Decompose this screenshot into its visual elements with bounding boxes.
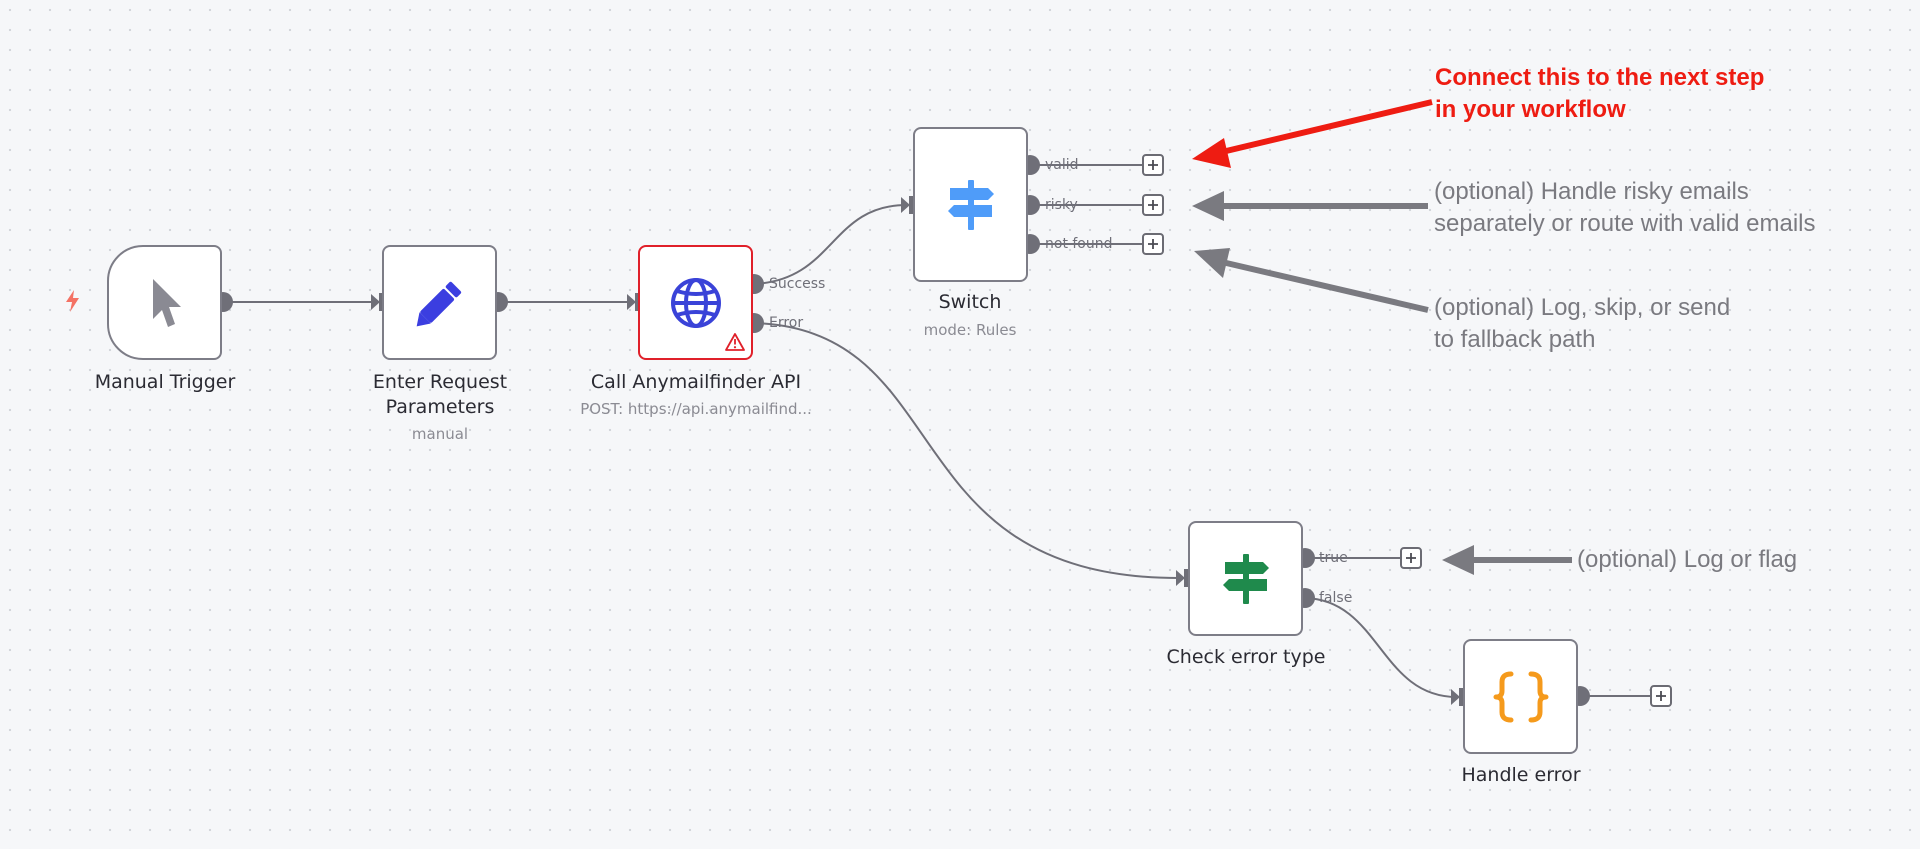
note-line: (optional) Log, skip, or send	[1434, 294, 1731, 321]
edge-api-error-to-check	[753, 322, 1183, 580]
input-handle-api	[627, 294, 636, 310]
node-manual-trigger[interactable]	[107, 245, 222, 360]
pencil-icon	[416, 281, 461, 326]
note-arrow-red-head	[1192, 138, 1231, 168]
port-label-true: true	[1319, 550, 1348, 566]
note-handle-risky: (optional) Handle risky emails separatel…	[1434, 176, 1816, 240]
port-label-error: Error	[769, 315, 804, 331]
plus-icon	[1148, 239, 1158, 249]
cursor-pointer-icon	[152, 278, 181, 327]
node-handle-error[interactable]	[1463, 639, 1578, 754]
port-label-false: false	[1319, 590, 1353, 606]
input-handle-check	[1176, 570, 1185, 586]
port-label-not-found: not found	[1045, 236, 1113, 252]
note-log-or-flag: (optional) Log or flag	[1577, 546, 1798, 573]
input-handle-handle-error	[1451, 689, 1460, 705]
trigger-bolt-icon	[66, 290, 79, 312]
add-node-true-button[interactable]	[1400, 547, 1422, 569]
input-handle-check-rect	[1184, 569, 1190, 587]
node-subtitle-switch: mode: Rules	[923, 321, 1017, 339]
port-label-risky: risky	[1045, 197, 1078, 213]
add-node-risky-button[interactable]	[1142, 194, 1164, 216]
note-arrow-logflag-head	[1442, 545, 1474, 575]
note-arrow-risky-head	[1192, 191, 1224, 221]
note-line: to fallback path	[1434, 326, 1596, 353]
port-label-valid: valid	[1045, 157, 1079, 173]
note-line: separately or route with valid emails	[1434, 210, 1816, 237]
note-log-skip: (optional) Log, skip, or send to fallbac…	[1434, 292, 1730, 356]
node-label-line2: Parameters	[385, 396, 495, 418]
node-label-switch: Switch	[938, 291, 1002, 313]
note-arrow-notfound-head	[1194, 248, 1230, 278]
port-label-success: Success	[769, 276, 826, 292]
note-connect-next-step: Connect this to the next step in your wo…	[1435, 62, 1764, 126]
node-enter-request-parameters[interactable]	[382, 245, 497, 360]
note-arrow-notfound	[1221, 259, 1429, 313]
add-node-not-found-button[interactable]	[1142, 233, 1164, 255]
input-handle-switch-rect	[909, 196, 915, 214]
add-node-handle-error-button[interactable]	[1650, 685, 1672, 707]
warning-triangle-icon	[725, 333, 745, 351]
note-line: (optional) Handle risky emails	[1434, 178, 1749, 205]
node-subtitle-call-anymailfinder-api: POST: https://api.anymailfind...	[580, 400, 812, 418]
node-label-check-error-type: Check error type	[1166, 646, 1326, 668]
node-label-call-anymailfinder-api: Call Anymailfinder API	[590, 371, 802, 393]
plus-icon	[1656, 691, 1666, 701]
node-label-handle-error: Handle error	[1461, 764, 1581, 786]
edge-check-false-to-handle	[1304, 597, 1458, 698]
node-switch[interactable]	[913, 127, 1028, 282]
node-label-manual-trigger: Manual Trigger	[94, 371, 236, 393]
input-handle-switch	[901, 197, 910, 213]
input-handle-handle-error-rect	[1459, 688, 1465, 706]
node-label-enter-request-parameters: Enter Request Parameters	[330, 370, 550, 420]
plus-icon	[1148, 200, 1158, 210]
plus-icon	[1406, 553, 1416, 563]
note-line: Connect this to the next step	[1435, 64, 1765, 91]
signpost-icon	[947, 179, 994, 230]
signpost-icon	[1222, 553, 1269, 604]
note-line: in your workflow	[1435, 96, 1626, 123]
plus-icon	[1148, 160, 1158, 170]
edge-api-success-to-switch	[753, 204, 908, 285]
node-check-error-type[interactable]	[1188, 521, 1303, 636]
globe-icon	[670, 277, 721, 328]
node-call-anymailfinder-api[interactable]	[638, 245, 753, 360]
input-handle-params	[371, 294, 380, 310]
curly-braces-icon	[1493, 671, 1548, 722]
add-node-valid-button[interactable]	[1142, 154, 1164, 176]
node-label-line1: Enter Request	[372, 371, 508, 393]
note-arrow-red	[1221, 99, 1433, 155]
node-subtitle-enter-request-parameters: manual	[411, 425, 469, 443]
